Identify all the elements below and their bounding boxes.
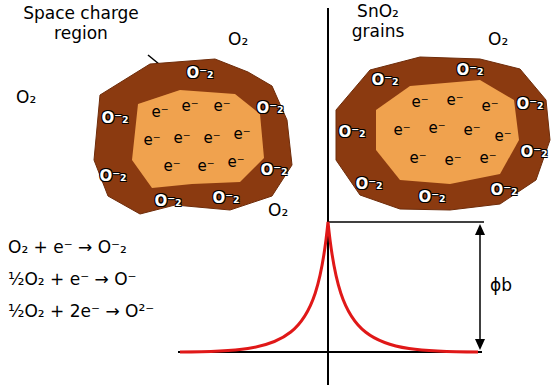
adsorbed-oxygen: O⁻₂ bbox=[371, 73, 398, 88]
electron: e⁻ bbox=[479, 151, 496, 166]
equation: ½O₂ + e⁻ → O⁻ bbox=[8, 270, 137, 290]
electron: e⁻ bbox=[213, 99, 230, 114]
arrow-head bbox=[475, 224, 485, 235]
label: O₂ bbox=[228, 30, 248, 50]
electron: e⁻ bbox=[173, 131, 190, 146]
electron: e⁻ bbox=[151, 105, 168, 120]
adsorbed-oxygen: O⁻₂ bbox=[456, 63, 483, 78]
electron: e⁻ bbox=[446, 93, 463, 108]
electron: e⁻ bbox=[233, 127, 250, 142]
adsorbed-oxygen: O⁻₂ bbox=[418, 190, 445, 205]
adsorbed-oxygen: O⁻₂ bbox=[490, 183, 517, 198]
electron: e⁻ bbox=[227, 155, 244, 170]
adsorbed-oxygen: O⁻₂ bbox=[520, 145, 547, 160]
label: SnO₂ grains bbox=[338, 2, 418, 41]
space-charge-region bbox=[94, 59, 292, 214]
label: O₂ bbox=[488, 30, 508, 50]
barrier-height-arrow bbox=[479, 232, 481, 342]
electron: e⁻ bbox=[444, 153, 461, 168]
barrier-symbol: ϕb bbox=[490, 276, 512, 296]
potential-barrier-curve bbox=[180, 222, 478, 352]
grain: O⁻₂O⁻₂O⁻₂O⁻₂O⁻₂O⁻₂O⁻₂O⁻₂e⁻e⁻e⁻e⁻e⁻e⁻e⁻e⁻… bbox=[331, 50, 553, 214]
electron: e⁻ bbox=[163, 159, 180, 174]
electron: e⁻ bbox=[481, 99, 498, 114]
adsorbed-oxygen: O⁻₂ bbox=[355, 177, 382, 192]
electron: e⁻ bbox=[143, 133, 160, 148]
space-charge-region bbox=[336, 57, 550, 210]
electron: e⁻ bbox=[411, 95, 428, 110]
electron: e⁻ bbox=[494, 129, 511, 144]
electron: e⁻ bbox=[203, 131, 220, 146]
axis-line bbox=[327, 8, 329, 385]
equation: ½O₂ + 2e⁻ → O²⁻ bbox=[8, 302, 154, 322]
electron: e⁻ bbox=[428, 121, 445, 136]
adsorbed-oxygen: O⁻₂ bbox=[212, 191, 239, 206]
grain-core bbox=[132, 90, 264, 188]
equation: O₂ + e⁻ → O⁻₂ bbox=[8, 238, 127, 258]
electron: e⁻ bbox=[197, 159, 214, 174]
electron: e⁻ bbox=[181, 99, 198, 114]
label: O₂ bbox=[16, 88, 36, 108]
electron: e⁻ bbox=[393, 123, 410, 138]
label: Space charge region bbox=[6, 4, 156, 43]
label: O₂ bbox=[268, 201, 288, 221]
electron: e⁻ bbox=[409, 151, 426, 166]
adsorbed-oxygen: O⁻₂ bbox=[338, 125, 365, 140]
adsorbed-oxygen: O⁻₂ bbox=[516, 97, 543, 112]
barrier-top-line bbox=[328, 221, 484, 223]
grain: O⁻₂O⁻₂O⁻₂O⁻₂O⁻₂O⁻₂O⁻₂e⁻e⁻e⁻e⁻e⁻e⁻e⁻e⁻e⁻e… bbox=[92, 54, 294, 220]
adsorbed-oxygen: O⁻₂ bbox=[154, 194, 181, 209]
adsorbed-oxygen: O⁻₂ bbox=[260, 163, 287, 178]
arrow-head bbox=[475, 339, 485, 350]
electron: e⁻ bbox=[463, 123, 480, 138]
adsorbed-oxygen: O⁻₂ bbox=[99, 169, 126, 184]
grain-core bbox=[376, 80, 519, 184]
adsorbed-oxygen: O⁻₂ bbox=[186, 66, 213, 81]
adsorbed-oxygen: O⁻₂ bbox=[256, 101, 283, 116]
adsorbed-oxygen: O⁻₂ bbox=[101, 111, 128, 126]
